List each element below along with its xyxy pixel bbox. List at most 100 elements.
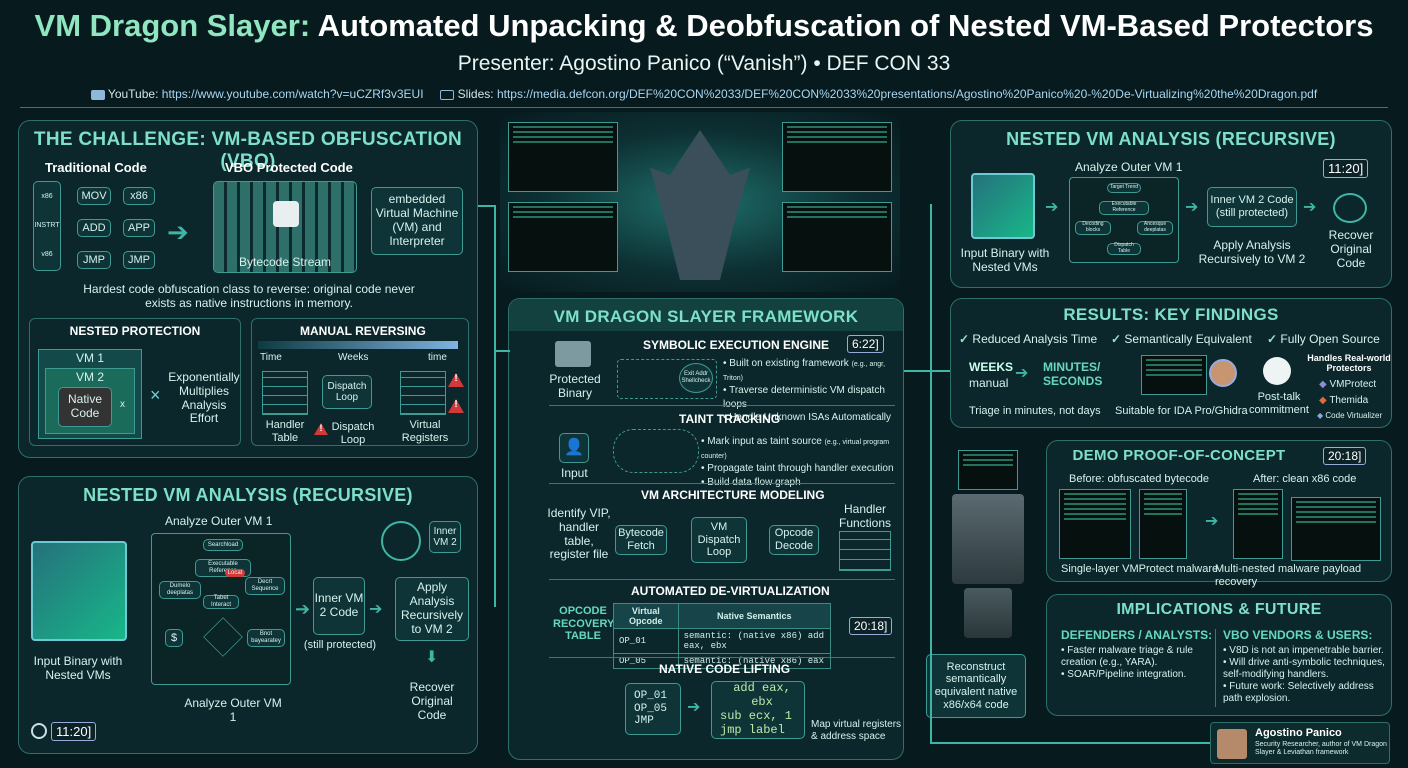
author-name: Agostino Panico — [1255, 727, 1342, 739]
asm-2: sub ecx, 1 — [720, 709, 793, 723]
page-title: VM Dragon Slayer: Automated Unpacking & … — [0, 8, 1408, 44]
input-binary-label: Input Binary with Nested VMs — [33, 654, 123, 682]
native-x86: x86 — [123, 187, 155, 205]
x-mark: x — [120, 399, 125, 410]
vm1-box: VM 1 VM 2 Native Code x — [38, 349, 142, 439]
code-virtualizer-icon: ◆ — [1317, 411, 1324, 420]
connector — [478, 205, 496, 207]
arrow-right-icon: ➔ — [1205, 513, 1219, 530]
header-divider — [20, 107, 1388, 108]
op-2: OP_05 — [634, 702, 668, 715]
manual-reversing-title: MANUAL REVERSING — [300, 324, 426, 338]
triage-label: Triage in minutes, not days — [969, 405, 1101, 417]
flow-node-3: Decoding blocks — [1075, 221, 1111, 235]
table-cell: semantic: (native x86) add eax, ebx — [677, 628, 832, 654]
symbolic-bullet-1: Built on existing framework — [729, 358, 849, 369]
avatar — [1217, 729, 1247, 759]
timestamp-badge[interactable]: 11:20] — [1323, 159, 1369, 178]
native-app: APP — [123, 219, 155, 237]
themida-icon: ◆ — [1319, 395, 1327, 406]
check-icon: ✓ — [1111, 332, 1122, 346]
results-panel: RESULTS: KEY FINDINGS ✓ Reduced Analysis… — [950, 298, 1392, 428]
implications-panel: IMPLICATIONS & FUTURE DEFENDERS / ANALYS… — [1046, 594, 1392, 716]
single-layer-label: Single-layer VMProtect malware — [1061, 563, 1219, 575]
title-accent: VM Dragon Slayer: — [34, 8, 311, 43]
flow-node-2: Executable Reference — [1099, 201, 1149, 215]
reconstruct-box: Reconstruct semantically equivalent nati… — [926, 654, 1026, 718]
table-cell: OP_01 — [613, 628, 679, 654]
press-base — [964, 588, 1012, 638]
youtube-link[interactable]: https://www.youtube.com/watch?v=uCZRf3v3… — [161, 87, 424, 101]
lifting-title: NATIVE CODE LIFTING — [659, 662, 791, 676]
cube-icon — [31, 541, 127, 641]
arrow-right-icon: ➔ — [1015, 365, 1029, 382]
symbolic-small: (e.g., angr, Triton) — [723, 361, 886, 382]
protector-vmprotect: ◆ VMProtect — [1319, 379, 1377, 390]
divider — [549, 483, 895, 484]
taint-bullets: • Mark input as taint source (e.g., virt… — [701, 436, 894, 488]
handles-label: Handles Real-world Protectors — [1307, 353, 1391, 374]
symbolic-bullet-2: Traverse deterministic VM dispatch loops — [723, 385, 885, 410]
vbo-bullet-1: V8D is not an impenetrable barrier. — [1229, 645, 1384, 656]
multi-nested-label: Multi-nested malware payload recovery — [1215, 563, 1362, 588]
vbo-code-label: VBO Protected Code — [225, 160, 353, 175]
dashboard-right — [782, 122, 892, 192]
flow-node-6: Bnot bayearatey — [247, 629, 285, 647]
manual-reversing-box: MANUAL REVERSING Time Weeks time Dispatc… — [251, 318, 469, 446]
bytecode-stream-label: Bytecode Stream — [239, 255, 332, 269]
arrow-right-icon: ➔ — [1303, 199, 1317, 216]
tbl-head-opcode: Virtual Opcode — [613, 603, 679, 629]
post-talk-label: Post-talk commitment — [1249, 391, 1309, 416]
timestamp-badge[interactable]: 11:20] — [51, 722, 97, 741]
check-label: Fully Open Source — [1280, 332, 1380, 346]
bytecode-fetch-box: Bytecode Fetch — [615, 525, 667, 555]
input-binary-label: Input Binary with Nested VMs — [960, 246, 1050, 274]
avatar — [1209, 359, 1237, 387]
suitable-label: Suitable for IDA Pro/Ghidra — [1115, 405, 1248, 417]
vm-dispatch-box: VM Dispatch Loop — [691, 517, 747, 563]
embedded-vm-box: embedded Virtual Machine (VM) and Interp… — [371, 187, 463, 255]
manual-label: manual — [969, 376, 1009, 390]
ops-box: OP_01 OP_05 JMP — [625, 683, 681, 735]
title-rest: Automated Unpacking & Deobfuscation of N… — [317, 8, 1374, 43]
links-row: YouTube: https://www.youtube.com/watch?v… — [0, 87, 1408, 101]
shield-icon: ◆ — [1319, 379, 1327, 390]
flow-node-5: Dispatch Table — [1107, 242, 1141, 255]
instr-add: ADD — [77, 219, 111, 237]
vbo-bullet-2: Will drive anti-symbolic techniques, sel… — [1223, 657, 1385, 680]
demo-timestamp[interactable]: 20:18] — [1323, 447, 1367, 465]
symbolic-bullets: • Built on existing framework (e.g., ang… — [723, 358, 892, 423]
inner-vm2-code-box: Inner VM 2 Code (still protected) — [1207, 187, 1297, 227]
dashboard-left — [508, 122, 618, 192]
slides-link[interactable]: https://media.defcon.org/DEF%20CON%2033/… — [496, 87, 1318, 101]
challenge-title: THE CHALLENGE: VM-BASED OBFUSCATION (VBO… — [33, 129, 463, 172]
symbolic-timestamp[interactable]: 6:22] — [847, 335, 884, 353]
taint-small: (e.g., virtual program counter) — [701, 439, 890, 460]
taint-bullet-2: Propagate taint through handler executio… — [707, 463, 894, 474]
column-divider — [1215, 629, 1216, 707]
op-3: JMP — [634, 715, 654, 728]
author-card: Agostino Panico Security Researcher, aut… — [1210, 722, 1390, 764]
warning-icon: ! — [314, 423, 328, 435]
connector — [930, 204, 932, 742]
time-left: Time — [260, 352, 282, 363]
taint-bullet-3: Build data flow graph — [707, 476, 801, 488]
dragon-illustration — [500, 112, 900, 292]
after-label: After: clean x86 code — [1253, 473, 1357, 485]
framework-title: VM DRAGON SLAYER FRAMEWORK — [553, 307, 859, 326]
folder-icon — [555, 341, 591, 367]
challenge-caption: Hardest code obfuscation class to revers… — [83, 282, 415, 310]
tbl-head-semantics: Native Semantics — [677, 603, 832, 629]
before-label: Before: obfuscated bytecode — [1069, 473, 1210, 485]
map-registers-label: Map virtual registers & address space — [811, 719, 902, 742]
devirt-timestamp[interactable]: 20:18] — [849, 617, 893, 635]
connector — [904, 370, 950, 372]
arch-title: VM ARCHITECTURE MODELING — [641, 488, 825, 502]
defender-bullet-1: Faster malware triage & rule creation (e… — [1061, 645, 1193, 668]
divider — [549, 405, 895, 406]
cube-icon — [971, 173, 1035, 239]
arrow-right-icon: ➔ — [167, 217, 189, 247]
flow-node-4: Ancesque deeplatas — [1137, 221, 1173, 235]
